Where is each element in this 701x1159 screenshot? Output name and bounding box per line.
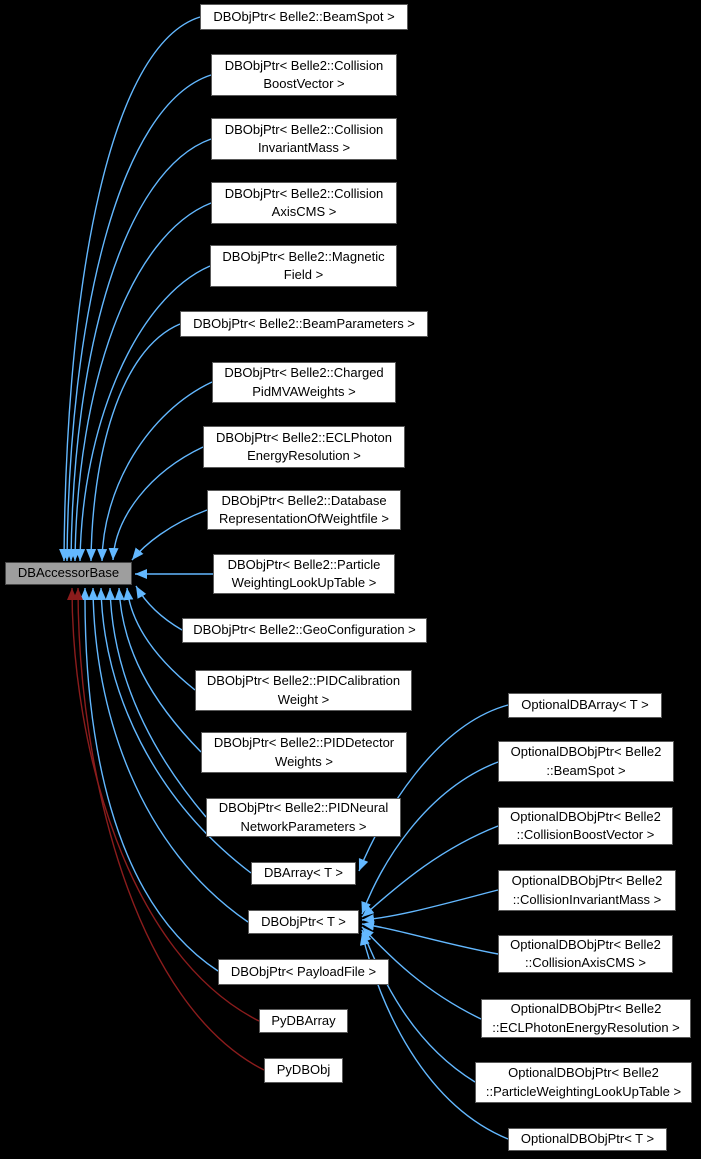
node-pydbobj[interactable]: PyDBObj [264,1058,343,1083]
node-dbobjptr-t[interactable]: DBObjPtr< T > [248,910,359,934]
node-dbobjptr-collisioninvariantmass[interactable]: DBObjPtr< Belle2::Collision InvariantMas… [211,118,397,160]
node-optionaldbarray-t[interactable]: OptionalDBArray< T > [508,693,662,718]
edge-dbobjptr-piddetectorweights-to-dbaccessorbase [114,587,202,753]
node-optionaldbobjptr-collisionaxiscms[interactable]: OptionalDBObjPtr< Belle2 ::CollisionAxis… [498,935,673,973]
edge-dbobjptr-chargedpidmvaweights-to-dbaccessorbase [97,381,213,562]
node-optionaldbobjptr-particleweightinglookuptable[interactable]: OptionalDBObjPtr< Belle2 ::ParticleWeigh… [475,1062,692,1103]
node-optionaldbobjptr-eclphotonenergyresolution[interactable]: OptionalDBObjPtr< Belle2 ::ECLPhotonEner… [481,999,691,1038]
node-optionaldbobjptr-t[interactable]: OptionalDBObjPtr< T > [508,1128,667,1151]
edge-dbobjptr-beamspot-to-dbaccessorbase [59,16,201,562]
node-pydbarray[interactable]: PyDBArray [259,1009,348,1033]
node-optionaldbobjptr-collisionboostvector[interactable]: OptionalDBObjPtr< Belle2 ::CollisionBoos… [498,807,673,845]
edge-optionaldbobjptr-collisionaxiscms-to-dbobjptr-t [361,920,499,955]
edge-optionaldbarray-t-to-dbarray-t [358,704,509,872]
edge-dbobjptr-beamparameters-to-dbaccessorbase [86,323,181,562]
edge-optionaldbobjptr-beamspot-to-dbobjptr-t [361,761,499,915]
edge-dbobjptr-payloadfile-to-dbaccessorbase [79,587,219,972]
edge-dbobjptr-eclphotonenergyresolution-to-dbaccessorbase [108,446,204,561]
node-dbobjptr-magneticfield[interactable]: DBObjPtr< Belle2::Magnetic Field > [210,245,397,287]
node-dbobjptr-chargedpidmvaweights[interactable]: DBObjPtr< Belle2::Charged PidMVAWeights … [212,362,396,403]
node-optionaldbobjptr-collisioninvariantmass[interactable]: OptionalDBObjPtr< Belle2 ::CollisionInva… [498,870,676,911]
node-dbobjptr-databaserepresentationofweightfile[interactable]: DBObjPtr< Belle2::Database Representatio… [207,490,401,530]
edge-optionaldbobjptr-particleweightinglookuptable-to-dbobjptr-t [361,929,476,1083]
edge-dbobjptr-geoconfiguration-to-dbaccessorbase [135,585,183,631]
edge-optionaldbobjptr-collisioninvariantmass-to-dbobjptr-t [361,889,499,924]
node-dbaccessorbase[interactable]: DBAccessorBase [5,562,132,585]
edge-dbobjptr-collisionaxiscms-to-dbaccessorbase [70,202,212,562]
node-dbobjptr-collisionaxiscms[interactable]: DBObjPtr< Belle2::Collision AxisCMS > [211,182,397,224]
edge-dbobjptr-collisioninvariantmass-to-dbaccessorbase [66,138,212,562]
node-dbobjptr-beamspot[interactable]: DBObjPtr< Belle2::BeamSpot > [200,4,408,30]
node-dbarray-t[interactable]: DBArray< T > [251,862,356,885]
node-dbobjptr-pidcalibrationweight[interactable]: DBObjPtr< Belle2::PIDCalibration Weight … [195,670,412,711]
node-dbobjptr-eclphotonenergyresolution[interactable]: DBObjPtr< Belle2::ECLPhoton EnergyResolu… [203,426,405,468]
node-dbobjptr-pidneuralnetworkparameters[interactable]: DBObjPtr< Belle2::PIDNeural NetworkParam… [206,798,401,837]
edge-dbobjptr-databaserepresentationofweightfile-to-dbaccessorbase [131,509,208,561]
edge-optionaldbobjptr-collisionboostvector-to-dbobjptr-t [361,825,499,918]
node-dbobjptr-particleweightinglookuptable[interactable]: DBObjPtr< Belle2::Particle WeightingLook… [213,554,395,594]
node-optionaldbobjptr-beamspot[interactable]: OptionalDBObjPtr< Belle2 ::BeamSpot > [498,741,674,782]
node-dbobjptr-beamparameters[interactable]: DBObjPtr< Belle2::BeamParameters > [180,311,428,337]
node-dbobjptr-geoconfiguration[interactable]: DBObjPtr< Belle2::GeoConfiguration > [182,618,427,643]
node-dbobjptr-payloadfile[interactable]: DBObjPtr< PayloadFile > [218,959,389,985]
node-dbobjptr-piddetectorweights[interactable]: DBObjPtr< Belle2::PIDDetector Weights > [201,732,407,773]
node-dbobjptr-collisionboostvector[interactable]: DBObjPtr< Belle2::Collision BoostVector … [211,54,397,96]
